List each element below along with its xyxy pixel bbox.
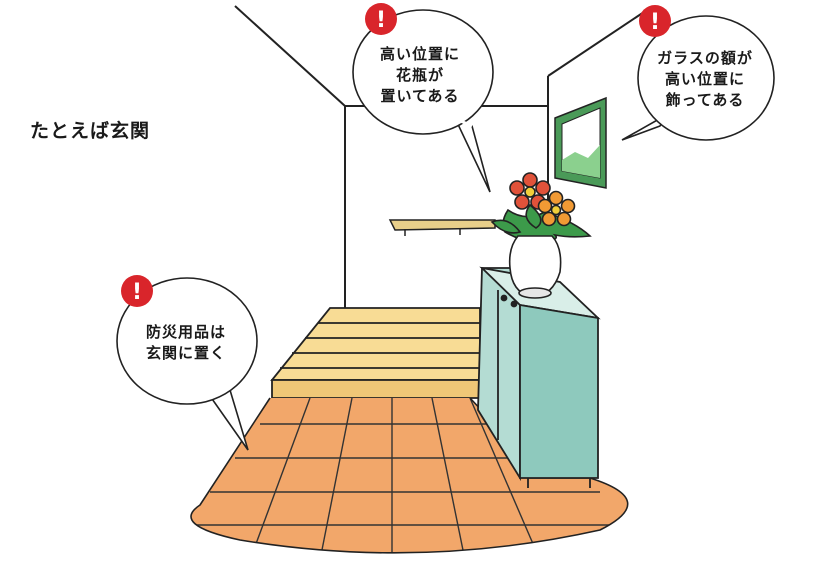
bubble-line: 高い位置に [664, 70, 745, 88]
bubble-line: 飾ってある [665, 91, 745, 109]
speech-bubble-vase [352, 9, 494, 193]
bubble-text-supplies: 防災用品は 玄関に置く [121, 322, 251, 364]
svg-text:!: ! [376, 8, 386, 33]
scene-caption: たとえば玄関 [30, 120, 151, 142]
entrance-step [270, 307, 481, 399]
bubble-line: 花瓶が [395, 66, 444, 84]
shoe-cabinet [477, 266, 601, 488]
bubble-line: ガラスの額が [657, 49, 753, 67]
speech-bubble-frame [621, 15, 775, 141]
bubble-line: 置いてある [380, 87, 460, 105]
bubble-text-vase: 高い位置に 花瓶が 置いてある [360, 44, 480, 107]
warning-icon: ! [365, 3, 397, 35]
picture-frame-icon [554, 96, 607, 189]
tiled-floor [190, 397, 629, 554]
svg-text:!: ! [132, 280, 142, 305]
bubble-line: 高い位置に [379, 45, 460, 63]
speech-bubble-supplies [116, 277, 258, 451]
bubble-line: 玄関に置く [145, 344, 226, 362]
svg-text:!: ! [650, 10, 660, 35]
bubble-line: 防災用品は [145, 323, 226, 341]
flower-vase-icon [490, 172, 592, 299]
bubble-text-frame: ガラスの額が 高い位置に 飾ってある [640, 48, 770, 111]
wall-shelf [388, 219, 496, 236]
warning-icon: ! [121, 275, 153, 307]
warning-icon: ! [639, 5, 671, 37]
